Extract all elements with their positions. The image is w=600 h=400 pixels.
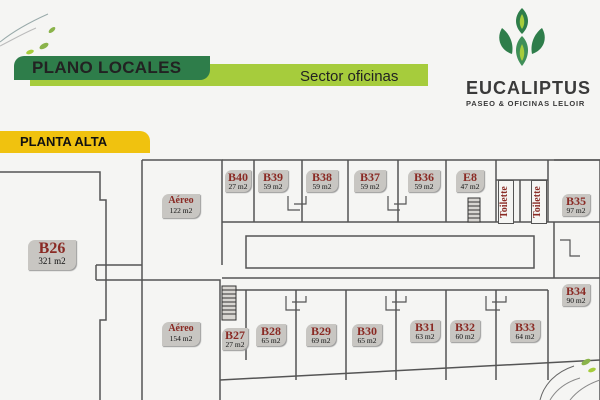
page-title: PLANO LOCALES [32, 58, 182, 77]
leaf-decoration-bottom-right [539, 358, 600, 400]
brand-name: EUCALIPTUS [466, 78, 592, 98]
title-banner [14, 56, 428, 86]
toilet-label-2: Toilette [531, 180, 547, 224]
brand-tagline: PASEO & OFICINAS LELOIR [466, 99, 586, 108]
toilet-label-1: Toilette [498, 180, 514, 224]
floor-banner [0, 131, 150, 153]
eucaliptus-logo-icon [499, 8, 545, 66]
leaf-decoration-top-left [0, 13, 56, 55]
page-subtitle: Sector oficinas [300, 68, 399, 85]
floor-label: PLANTA ALTA [20, 134, 108, 149]
title-banner-dark [14, 56, 210, 80]
